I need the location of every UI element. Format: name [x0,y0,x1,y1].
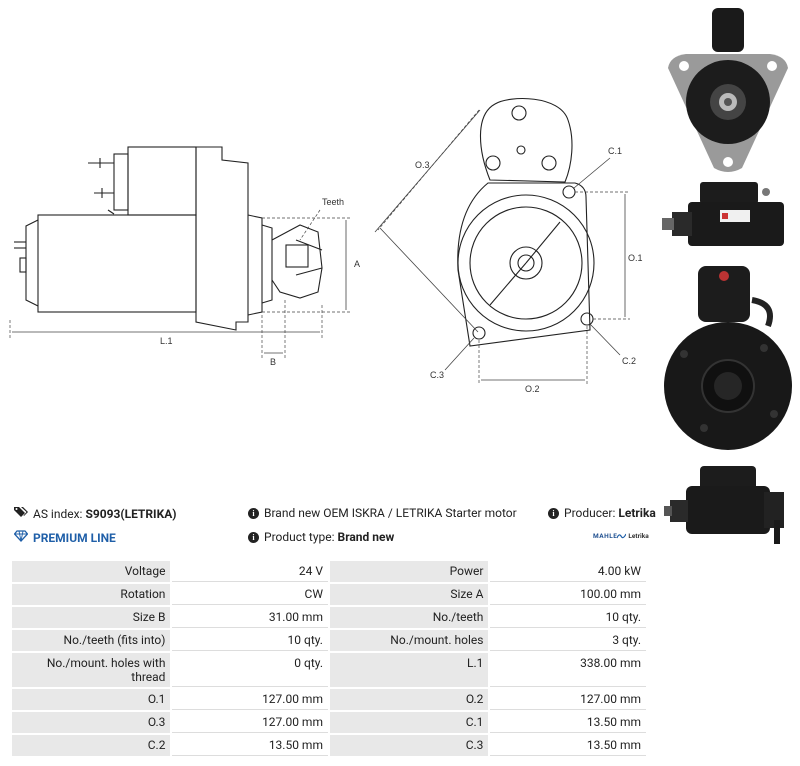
spec-value: 3 qty. [490,630,646,651]
dim-b-label: B [270,357,276,367]
spec-label: Rotation [12,584,171,605]
dim-a-label: A [354,259,360,269]
producer-label: Producer: [564,506,616,520]
spec-label: No./teeth (fits into) [12,630,171,651]
dim-c1-label: C.1 [608,146,622,156]
spec-value: 31.00 mm [172,607,328,628]
spec-label: Power [329,561,489,582]
spec-value: 13.50 mm [490,735,646,756]
dim-o2-label: O.2 [525,384,540,394]
drive-housing-outline [195,146,249,331]
motor-body-outline [37,214,197,313]
spec-row: No./teeth (fits into)10 qty.No./mount. h… [12,630,646,651]
spec-label: No./teeth [329,607,489,628]
producer-line: i Producer: Letrika [548,506,656,520]
dim-c2-label: C.2 [622,356,636,366]
front-flange-outline [457,182,591,347]
spec-label: O.1 [12,689,171,710]
spec-value: 127.00 mm [172,689,328,710]
technical-drawings: Teeth A L.1 B O.3 C.1 O.1 C.2 C.3 O.2 [9,97,643,394]
spec-label: No./mount. holes [329,630,489,651]
product-type-line: i Product type: Brand new [248,530,394,544]
diamond-icon [13,530,29,545]
mount-hole-c3 [472,326,486,340]
spec-value: 127.00 mm [172,712,328,733]
info-icon: i [248,507,259,519]
mount-hole-c1 [562,185,576,199]
product-type-label: Product type: [264,530,335,544]
mahle-letrika-logo: MAHLE Letrika [593,532,649,540]
spec-value: 127.00 mm [490,689,646,710]
as-index-line: AS index: S9093(LETRIKA) [14,506,176,521]
spec-value: 338.00 mm [490,653,646,687]
product-description: Brand new OEM ISKRA / LETRIKA Starter mo… [264,506,517,520]
product-photo-rear [664,266,792,450]
spec-value: 13.50 mm [172,735,328,756]
as-index-label: AS index: [33,506,83,521]
spec-label: Size B [12,607,171,628]
teeth-label: Teeth [322,197,344,207]
spec-label: C.2 [12,735,171,756]
product-photo-front [668,8,788,172]
dim-o3-label: O.3 [415,160,430,170]
spec-value: 10 qty. [490,607,646,628]
spec-value: 10 qty. [172,630,328,651]
as-index-value: S9093(LETRIKA) [85,506,177,521]
spec-value: CW [172,584,328,605]
front-housing-circle [457,194,595,332]
tags-icon [14,506,28,521]
spec-label: L.1 [329,653,489,687]
spec-label: Size A [329,584,489,605]
spec-label: C.1 [329,712,489,733]
spec-value: 0 qty. [172,653,328,687]
premium-line-badge: PREMIUM LINE [13,530,116,545]
mount-hole-c2 [580,312,594,326]
spec-label: O.3 [12,712,171,733]
producer-value: Letrika [618,506,656,520]
description-line: i Brand new OEM ISKRA / LETRIKA Starter … [248,506,517,520]
info-icon: i [548,507,559,519]
product-photo-angle [664,466,784,544]
spec-value: 4.00 kW [490,561,646,582]
spec-label: O.2 [329,689,489,710]
spec-label: No./mount. holes with thread [12,653,171,687]
spec-label: C.3 [329,735,489,756]
product-photo-side [662,182,784,246]
spec-value: 100.00 mm [490,584,646,605]
dim-c3-label: C.3 [430,370,444,380]
spec-value: 24 V [172,561,328,582]
solenoid-outline [127,146,197,216]
spec-label: Voltage [12,561,171,582]
front-solenoid-plate [479,97,573,183]
dim-o1-label: O.1 [628,253,643,263]
product-type-value: Brand new [337,530,395,544]
premium-line-text: PREMIUM LINE [33,530,116,545]
logo-wave-icon [617,533,627,538]
info-icon: i [248,531,259,543]
spec-value: 13.50 mm [490,712,646,733]
dim-l1-label: L.1 [160,336,173,346]
